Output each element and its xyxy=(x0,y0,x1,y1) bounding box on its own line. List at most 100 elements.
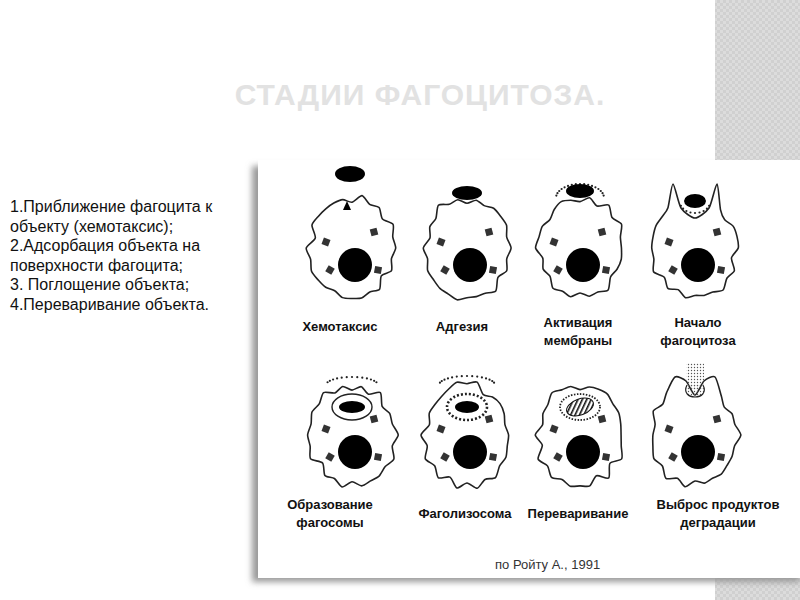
nucleus xyxy=(338,435,372,469)
granule xyxy=(665,425,674,434)
stage-caption: Начало фагоцитоза xyxy=(653,314,743,350)
phagocyte-figure xyxy=(308,376,399,487)
granule xyxy=(440,265,450,275)
cell-outline xyxy=(536,198,622,297)
membrane-dot xyxy=(366,377,368,379)
stage-list-item: 3. Поглощение объекта; xyxy=(10,275,260,295)
stage-list-item: 4.Переваривание объекта. xyxy=(10,295,260,315)
phagocyte-figure xyxy=(421,375,509,488)
granule xyxy=(553,265,563,275)
membrane-dot xyxy=(600,190,602,192)
membrane-dot xyxy=(563,186,565,188)
membrane-dot xyxy=(594,186,596,188)
membrane-dot xyxy=(706,208,708,210)
cell-outline xyxy=(308,387,399,487)
target-object xyxy=(684,194,706,208)
membrane-dot xyxy=(361,377,363,379)
stage-caption: Выброс продуктов деградации xyxy=(648,496,788,532)
pseudopod-tip xyxy=(343,201,351,210)
digested-object xyxy=(564,395,596,420)
membrane-dot xyxy=(491,380,493,382)
granule xyxy=(485,415,494,424)
phagosome xyxy=(332,394,372,420)
granule xyxy=(602,266,610,274)
digestive-vacuole xyxy=(560,394,600,420)
granule xyxy=(553,452,563,462)
membrane-dot xyxy=(370,378,372,380)
membrane-dot xyxy=(682,208,684,210)
target-object xyxy=(335,166,365,182)
membrane-dot xyxy=(556,192,558,194)
membrane-dot xyxy=(456,376,458,378)
cell-outline xyxy=(423,200,511,300)
granule xyxy=(370,415,379,424)
phagocyte-figure xyxy=(535,387,622,487)
membrane-dot xyxy=(441,380,443,382)
membrane-dot xyxy=(341,377,343,379)
figure-panel xyxy=(258,160,800,578)
granule xyxy=(550,238,559,247)
membrane-dot xyxy=(488,379,490,381)
phagocyte-figure xyxy=(423,186,511,300)
stage-caption: Образование фагосомы xyxy=(280,496,380,532)
membrane-dot xyxy=(493,382,495,384)
cell-outline xyxy=(306,196,396,299)
membrane-dot xyxy=(447,377,449,379)
nucleus xyxy=(453,435,487,469)
granule xyxy=(598,415,607,424)
membrane-dot xyxy=(329,380,331,382)
stage-list-item: 2.Адсорбация объекта на поверхности фаго… xyxy=(10,236,260,275)
granule xyxy=(602,453,610,461)
granule xyxy=(485,228,494,237)
source-caption: по Ройту А., 1991 xyxy=(495,557,600,572)
membrane-dot xyxy=(689,211,691,213)
phagocyte-figure xyxy=(652,184,739,298)
membrane-dot xyxy=(476,376,478,378)
membrane-dot xyxy=(326,381,328,383)
granule xyxy=(668,452,678,462)
nucleus xyxy=(566,248,600,282)
granule xyxy=(550,425,559,434)
membrane-dot xyxy=(346,376,348,378)
cell-outline xyxy=(653,377,741,487)
stage-caption: Активация мембраны xyxy=(528,314,628,350)
granule xyxy=(717,266,725,274)
membrane-dot xyxy=(561,188,563,190)
granule xyxy=(437,425,446,434)
nucleus xyxy=(681,435,715,469)
granule xyxy=(325,265,335,275)
membrane-dot xyxy=(351,376,353,378)
nucleus xyxy=(681,248,715,282)
membrane-dot xyxy=(332,378,334,380)
stage-caption: Хемотаксис xyxy=(290,318,390,336)
granule xyxy=(713,415,722,424)
granule xyxy=(325,452,335,462)
slide-title: СТАДИИ ФАГОЦИТОЗА. xyxy=(190,78,650,112)
target-object xyxy=(566,184,594,198)
membrane-dot xyxy=(451,376,453,378)
membrane-dot xyxy=(597,188,599,190)
phagolysosome xyxy=(447,394,487,420)
nucleus xyxy=(338,248,372,282)
membrane-dot xyxy=(481,376,483,378)
phagocyte-figure xyxy=(306,166,396,299)
membrane-dot xyxy=(471,375,473,377)
granule xyxy=(374,453,382,461)
nucleus xyxy=(453,248,487,282)
membrane-dot xyxy=(567,185,569,187)
cell-outline xyxy=(535,387,622,487)
granule xyxy=(713,228,722,237)
membrane-dot xyxy=(558,190,560,192)
membrane-dot xyxy=(439,382,441,384)
granule xyxy=(322,238,331,247)
granule xyxy=(440,452,450,462)
membrane-dot xyxy=(685,210,687,212)
membrane-dot xyxy=(373,380,375,382)
stage-caption: Фаголизосома xyxy=(410,505,520,523)
target-object xyxy=(339,401,365,413)
granule xyxy=(598,228,607,237)
membrane-dot xyxy=(466,375,468,377)
membrane-dot xyxy=(443,379,445,381)
membrane-dot xyxy=(603,194,605,196)
